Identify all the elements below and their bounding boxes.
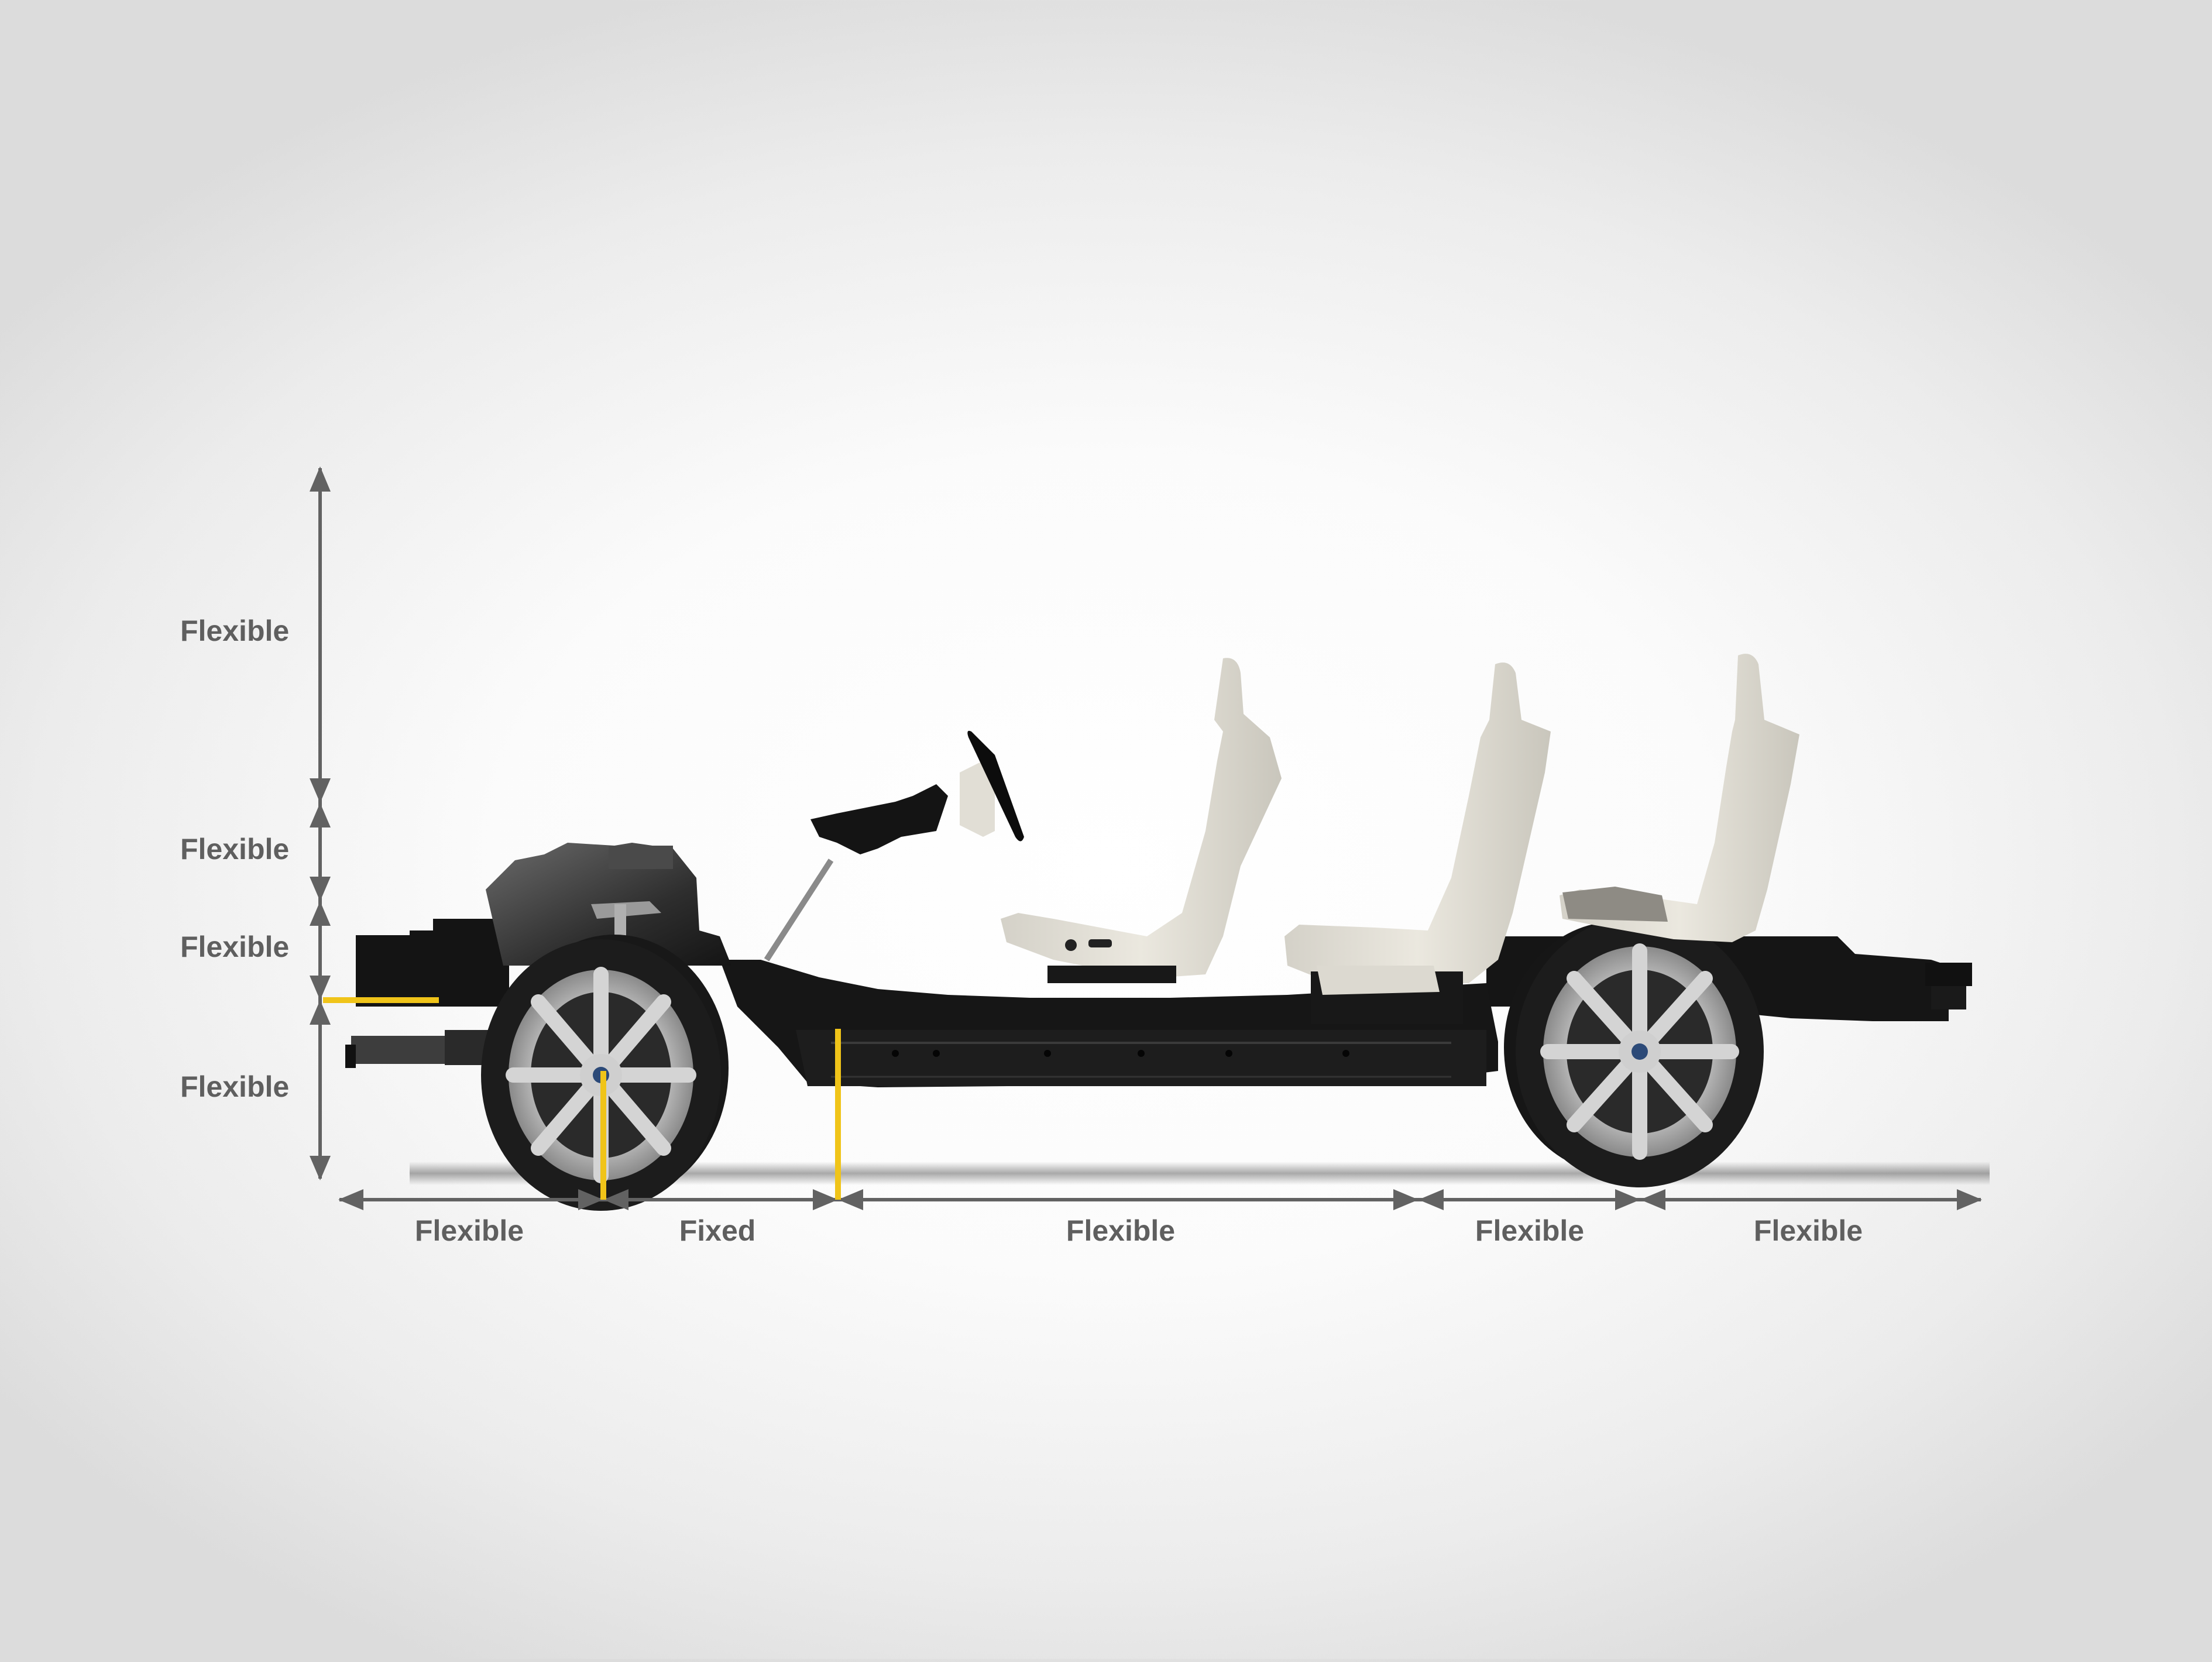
front-crash-structure xyxy=(345,919,509,1068)
yellow-reference-markers xyxy=(323,997,841,1200)
vertical-dimension-arrows xyxy=(310,466,331,1180)
horizontal-label-fixed-dash-to-axle: Fixed xyxy=(679,1214,756,1247)
floor-chassis xyxy=(720,960,1498,1087)
steering-column xyxy=(764,784,948,962)
front-axle-marker xyxy=(600,1071,606,1200)
vertical-label-ground-clearance: Flexible xyxy=(180,1070,290,1103)
vertical-label-upper-body: Flexible xyxy=(180,833,290,866)
rear-wheel xyxy=(1504,916,1764,1187)
vertical-label-hood-height: Flexible xyxy=(180,930,290,963)
steering-wheel xyxy=(960,730,1024,842)
third-row-seat xyxy=(1560,654,1799,942)
horizontal-dimension-arrows xyxy=(338,1189,1982,1210)
horizontal-label-wheelbase: Flexible xyxy=(1066,1214,1176,1247)
vertical-label-roof-height: Flexible xyxy=(180,614,290,647)
engine xyxy=(486,843,731,966)
driver-seat xyxy=(1001,658,1282,983)
horizontal-label-front-overhang: Flexible xyxy=(414,1214,524,1247)
second-row-seat xyxy=(1284,662,1551,1024)
firewall-marker xyxy=(835,1029,841,1200)
front-overhang-height-marker xyxy=(323,997,439,1003)
horizontal-label-rear-overhang: Flexible xyxy=(1753,1214,1863,1247)
sill-beam xyxy=(796,1030,1486,1086)
horizontal-label-rear-axle-zone: Flexible xyxy=(1475,1214,1585,1247)
